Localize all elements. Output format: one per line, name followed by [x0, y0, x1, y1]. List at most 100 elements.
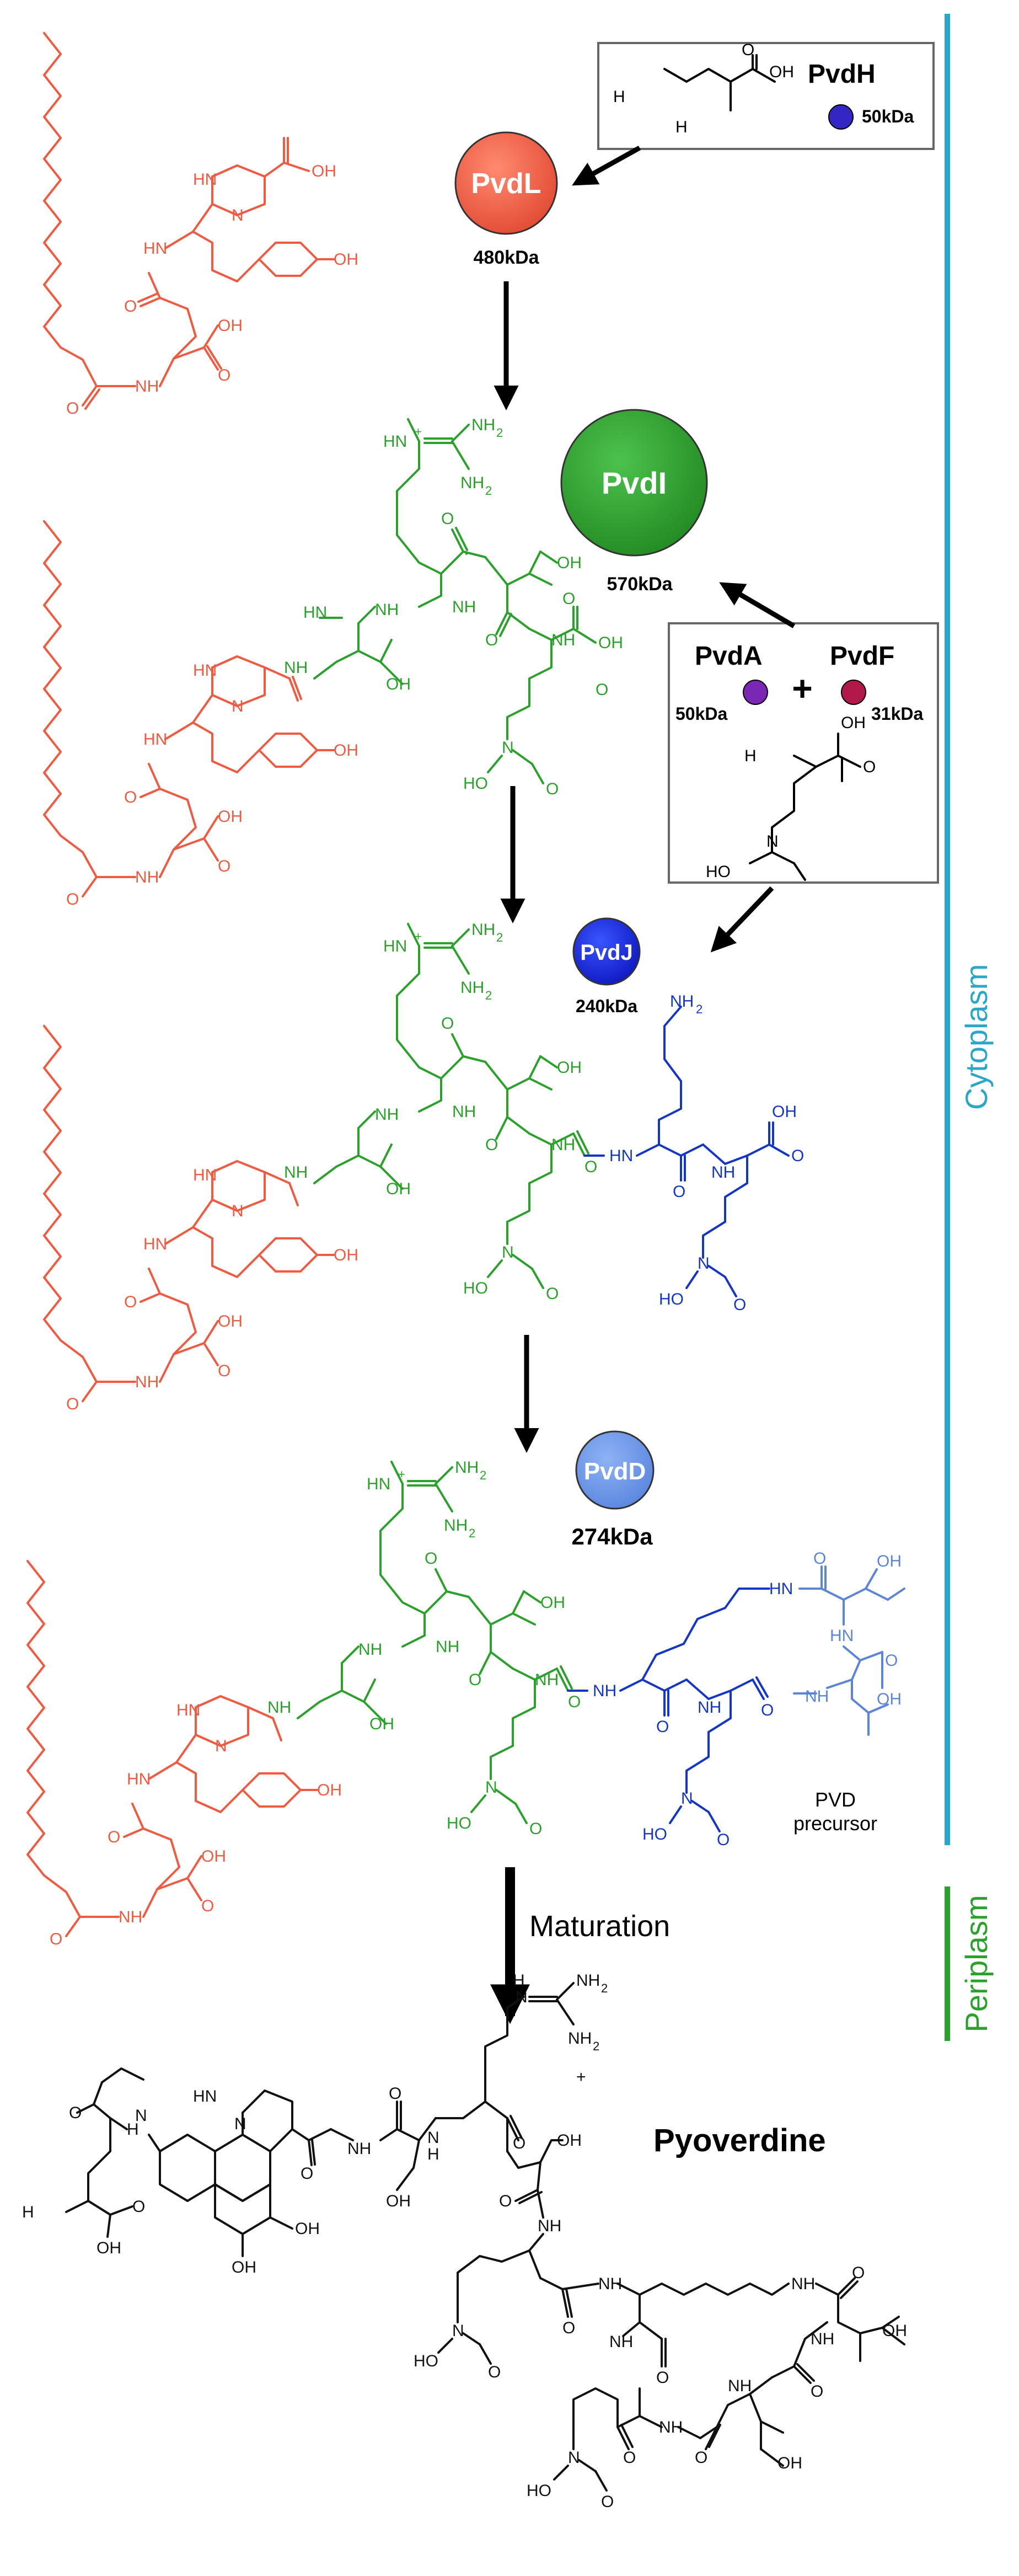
- atom-o: O: [513, 2134, 525, 2152]
- atom-o: O: [529, 1820, 542, 1838]
- atom-o: O: [546, 780, 559, 798]
- atom-n: N: [502, 739, 514, 757]
- atom-o: O: [389, 2085, 401, 2103]
- atom-sub2: 2: [480, 1468, 486, 1482]
- atom-n: N: [135, 2107, 147, 2125]
- atom-hn: HN: [176, 1701, 200, 1719]
- atom-o: O: [108, 1828, 120, 1846]
- atom-o: O: [863, 758, 876, 776]
- atom-o: O: [811, 2382, 823, 2401]
- atom-o: O: [66, 399, 79, 418]
- atom-h2n: H: [613, 88, 625, 106]
- atom-nh: NH: [135, 868, 159, 886]
- pvdH-size: 50kDa: [862, 106, 914, 126]
- atom-h2n: H: [744, 747, 757, 765]
- atom-nh: NH: [791, 2275, 815, 2293]
- atom-sub2: 2: [469, 1526, 475, 1540]
- pvdA-size: 50kDa: [675, 704, 728, 724]
- atom-nh2: NH: [471, 416, 495, 434]
- pvdL-name: PvdL: [471, 168, 541, 200]
- atom-o: O: [695, 2449, 707, 2467]
- atom-o: O: [441, 510, 454, 528]
- atom-ho: HO: [447, 1814, 471, 1832]
- atom-n: N: [215, 1737, 227, 1755]
- atom-oh: OH: [334, 250, 358, 269]
- atom-o: O: [50, 1930, 62, 1948]
- pvd-precursor-structure: NH O OH O O HN HN N OH NH NH OH O: [26, 1458, 905, 1948]
- cytoplasm-label: Cytoplasm: [959, 964, 994, 1110]
- atom-nh2: NH: [568, 2029, 592, 2048]
- atom-o: O: [791, 1147, 804, 1165]
- atom-n: N: [568, 2449, 580, 2467]
- atom-hn: HN: [769, 1580, 793, 1598]
- atom-hn: HN: [367, 1475, 390, 1493]
- acyl-glu-dab-tyr-intermediate: NH O OH O O HN HN N OH OH: [43, 32, 358, 418]
- pvdD-enzyme-circle-icon: [575, 1430, 655, 1510]
- pvdI-enzyme-circle-icon: [560, 409, 708, 557]
- atom-nh: NH: [452, 598, 476, 616]
- atom-oh: OH: [218, 808, 243, 826]
- atom-hn: HN: [193, 661, 217, 680]
- atom-oh: OH: [557, 1059, 582, 1077]
- atom-hn: HN: [193, 2087, 217, 2105]
- atom-sub2: 2: [485, 484, 492, 498]
- atom-oh: OH: [540, 1594, 565, 1612]
- atom-o: O: [673, 1183, 685, 1201]
- atom-o: O: [218, 1362, 230, 1380]
- atom-ho: HO: [706, 863, 731, 881]
- atom-ho: HO: [527, 2482, 551, 2500]
- atom-nh: NH: [551, 1136, 575, 1154]
- atom-oh: OH: [295, 2220, 320, 2238]
- atom-nh: NH: [358, 1640, 382, 1659]
- atom-oh: OH: [218, 1312, 243, 1330]
- pvdH-name: PvdH: [808, 60, 876, 89]
- atom-nh: NH: [267, 1698, 291, 1717]
- atom-sub2: 2: [696, 1002, 702, 1016]
- pyoverdine-title: Pyoverdine: [653, 2123, 826, 2158]
- atom-hn: HN: [127, 1770, 151, 1788]
- atom-n: N: [427, 2129, 439, 2147]
- atom-o: O: [425, 1549, 437, 1568]
- atom-nh2: NH: [444, 1516, 468, 1535]
- atom-o: O: [562, 590, 575, 608]
- arrow-diagonal-icon: [710, 886, 774, 953]
- atom-nh: NH: [711, 1163, 735, 1182]
- atom-oh: OH: [386, 1180, 411, 1198]
- atom-oh: OH: [218, 317, 243, 335]
- atom-nh: NH: [551, 631, 575, 649]
- atom-n: N: [502, 1243, 514, 1262]
- atom-o: O: [124, 788, 137, 806]
- pyoverdine-structure: H N O HN N O OH OH H O OH NH O OH: [22, 1971, 907, 2511]
- atom-o: O: [568, 1693, 581, 1711]
- pvdH-substrate-box: H H O OH PvdH 50kDa: [597, 41, 935, 150]
- pvdJ-size: 240kDa: [576, 996, 637, 1016]
- atom-n: N: [766, 832, 779, 851]
- atom-oh: OH: [557, 554, 582, 572]
- pvdJ-product-intermediate: NH O OH O O HN HN N OH NH NH OH O: [43, 921, 804, 1413]
- atom-nh: NH: [284, 1163, 308, 1182]
- atom-o: O: [124, 297, 137, 316]
- atom-oh: OH: [232, 2258, 256, 2276]
- atom-n: N: [232, 1202, 244, 1220]
- pvdF-protein-dot-icon: [841, 680, 866, 705]
- atom-o: O: [124, 1293, 137, 1311]
- atom-o: O: [717, 1831, 730, 1849]
- atom-hn: HN: [830, 1627, 854, 1645]
- atom-charge: +: [415, 425, 422, 439]
- atom-charge: +: [398, 1467, 405, 1481]
- pvdA-pvdF-substrate-box: PvdA 50kDa + PvdF 31kDa H OH O N HO: [668, 622, 939, 884]
- atom-o: O: [499, 2192, 512, 2210]
- atom-sub2: 2: [496, 931, 503, 944]
- atom-oh: OH: [598, 634, 623, 652]
- atom-oh: OH: [769, 63, 794, 81]
- atom-oh: OH: [777, 2454, 802, 2472]
- atom-charge: +: [415, 929, 422, 943]
- atom-n: N: [698, 1254, 710, 1273]
- atom-o: O: [601, 2493, 614, 2511]
- atom-hn: HN: [193, 170, 217, 189]
- pvdA-protein-dot-icon: [743, 680, 768, 705]
- pvdJ-enzyme-circle-icon: [572, 917, 641, 986]
- atom-nh: NH: [436, 1638, 459, 1656]
- atom-oh: OH: [201, 1847, 226, 1866]
